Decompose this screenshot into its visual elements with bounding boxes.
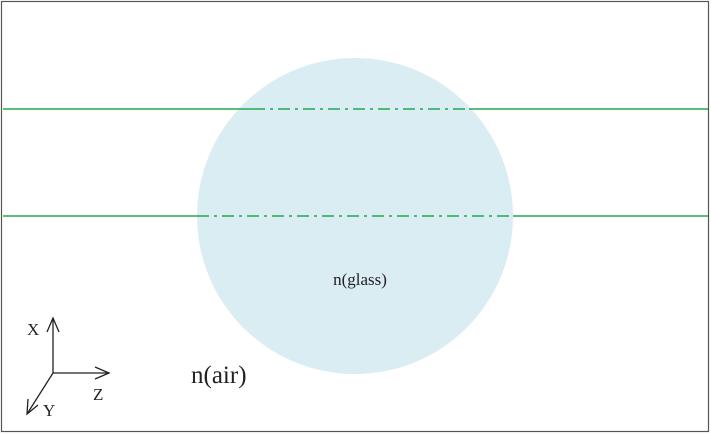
y-axis-arrowhead [26,398,39,416]
z-axis-arrowhead [94,366,111,380]
x-axis-arrowhead [46,316,60,333]
y-axis-line [26,372,54,415]
medium-label: n(air) [191,362,247,389]
x-axis-label: X [27,320,39,339]
y-axis-label: Y [43,401,55,420]
coordinate-axes [26,316,111,416]
sphere-label: n(glass) [333,270,387,289]
z-axis-label: Z [93,385,103,404]
